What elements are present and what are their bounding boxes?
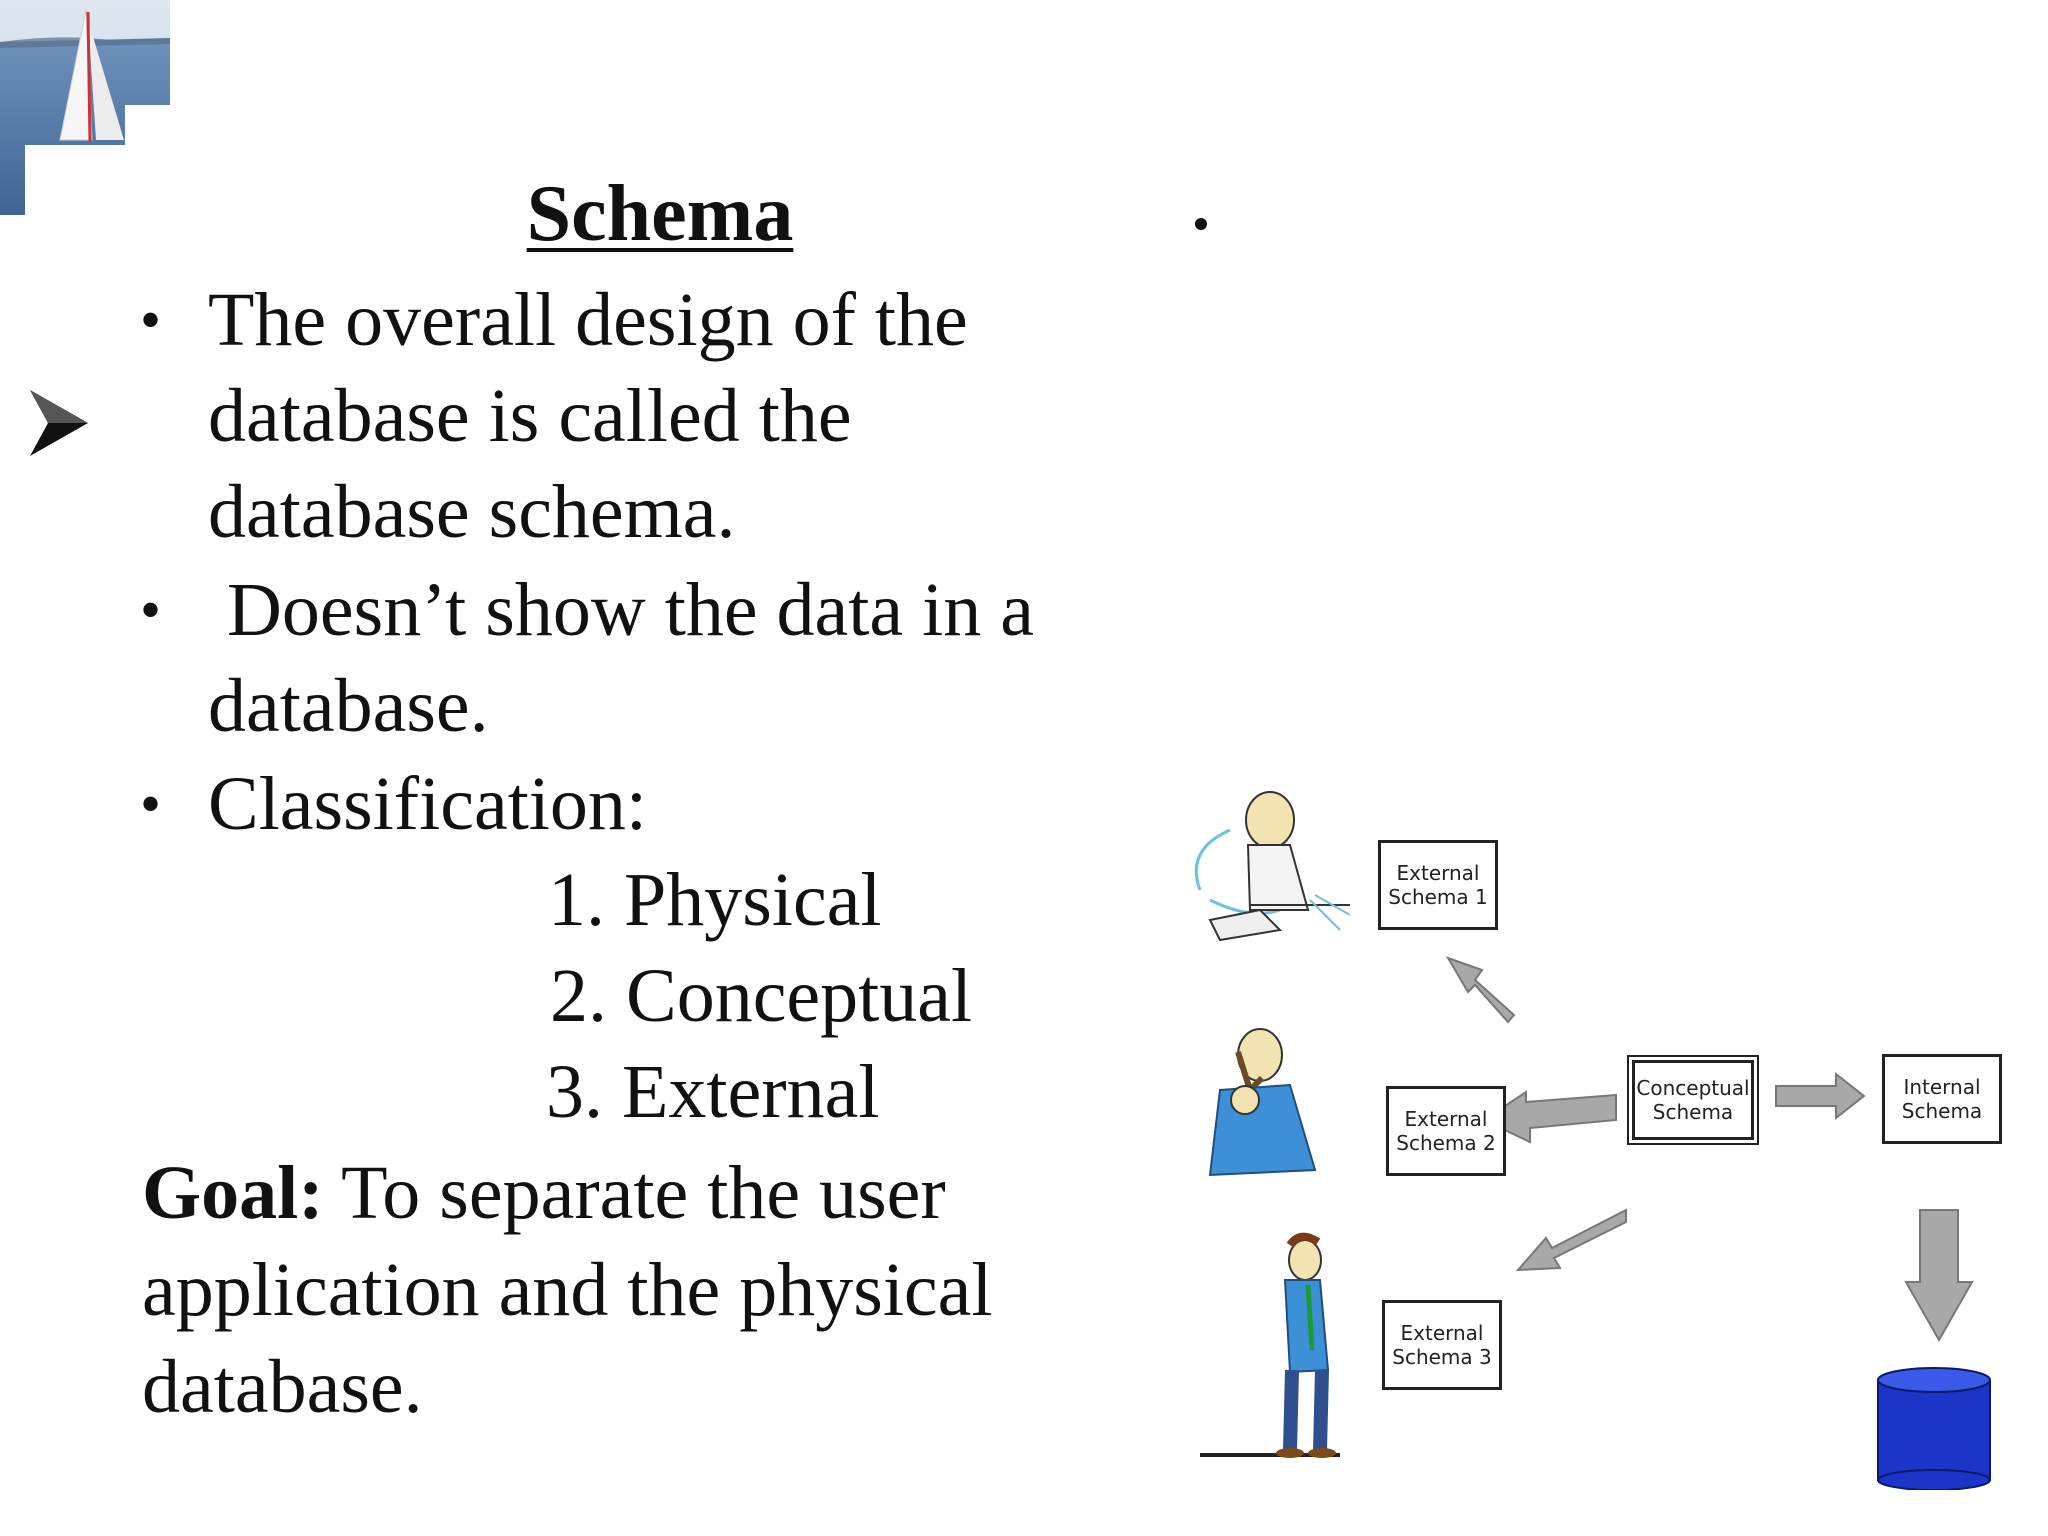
goal-line-1: To separate the user xyxy=(323,1151,946,1235)
arrow-to-external1-icon xyxy=(1445,956,1516,1024)
goal-line-2: application and the physical xyxy=(142,1248,993,1332)
bullet-dot-icon: • xyxy=(140,771,162,837)
goal-label: Goal: xyxy=(142,1151,324,1235)
bullet-dot-icon: • xyxy=(140,287,162,353)
arrowhead-bullet-icon xyxy=(30,390,88,456)
diagram-graphics xyxy=(1194,791,1991,1490)
goal-paragraph: Goal: To separate the user application a… xyxy=(142,1145,1102,1436)
bullet-1-line-1: The overall design of the xyxy=(208,278,968,362)
goal-line-3: database. xyxy=(142,1345,423,1429)
classification-conceptual: 2. Conceptual xyxy=(550,954,973,1038)
bullet-1-line-2: database is called the xyxy=(208,374,852,458)
bullet-1: The overall design of the database is ca… xyxy=(208,272,1108,560)
database-cylinder-icon xyxy=(1877,1367,1991,1490)
arrow-to-external2-icon xyxy=(1481,1090,1617,1144)
arrow-to-database-icon xyxy=(1904,1209,1974,1343)
bullet-1-line-3: database schema. xyxy=(208,470,736,554)
bullet-dot-icon: • xyxy=(140,577,162,643)
arrow-to-internal-icon xyxy=(1775,1071,1866,1121)
user-typing-icon xyxy=(1194,791,1351,942)
stray-bullet-dot xyxy=(1195,218,1207,230)
arrow-to-external3-icon xyxy=(1515,1208,1627,1272)
classification-external: 3. External xyxy=(546,1050,880,1134)
bullet-2-line-2: database. xyxy=(208,664,489,748)
sailboat-corner-image xyxy=(0,0,170,215)
user-standing-icon xyxy=(1200,1232,1340,1458)
classification-physical: 1. Physical xyxy=(548,858,882,942)
flow-arrows xyxy=(1445,956,1974,1343)
bullet-2-line-1: Doesn’t show the data in a xyxy=(208,568,1034,652)
bullet-3: Classification: xyxy=(208,756,1108,852)
bullet-3-line-1: Classification: xyxy=(208,762,648,846)
slide-title: Schema xyxy=(526,170,794,258)
user-thinking-icon xyxy=(1208,1028,1317,1177)
bullet-2: Doesn’t show the data in a database. xyxy=(208,562,1168,754)
